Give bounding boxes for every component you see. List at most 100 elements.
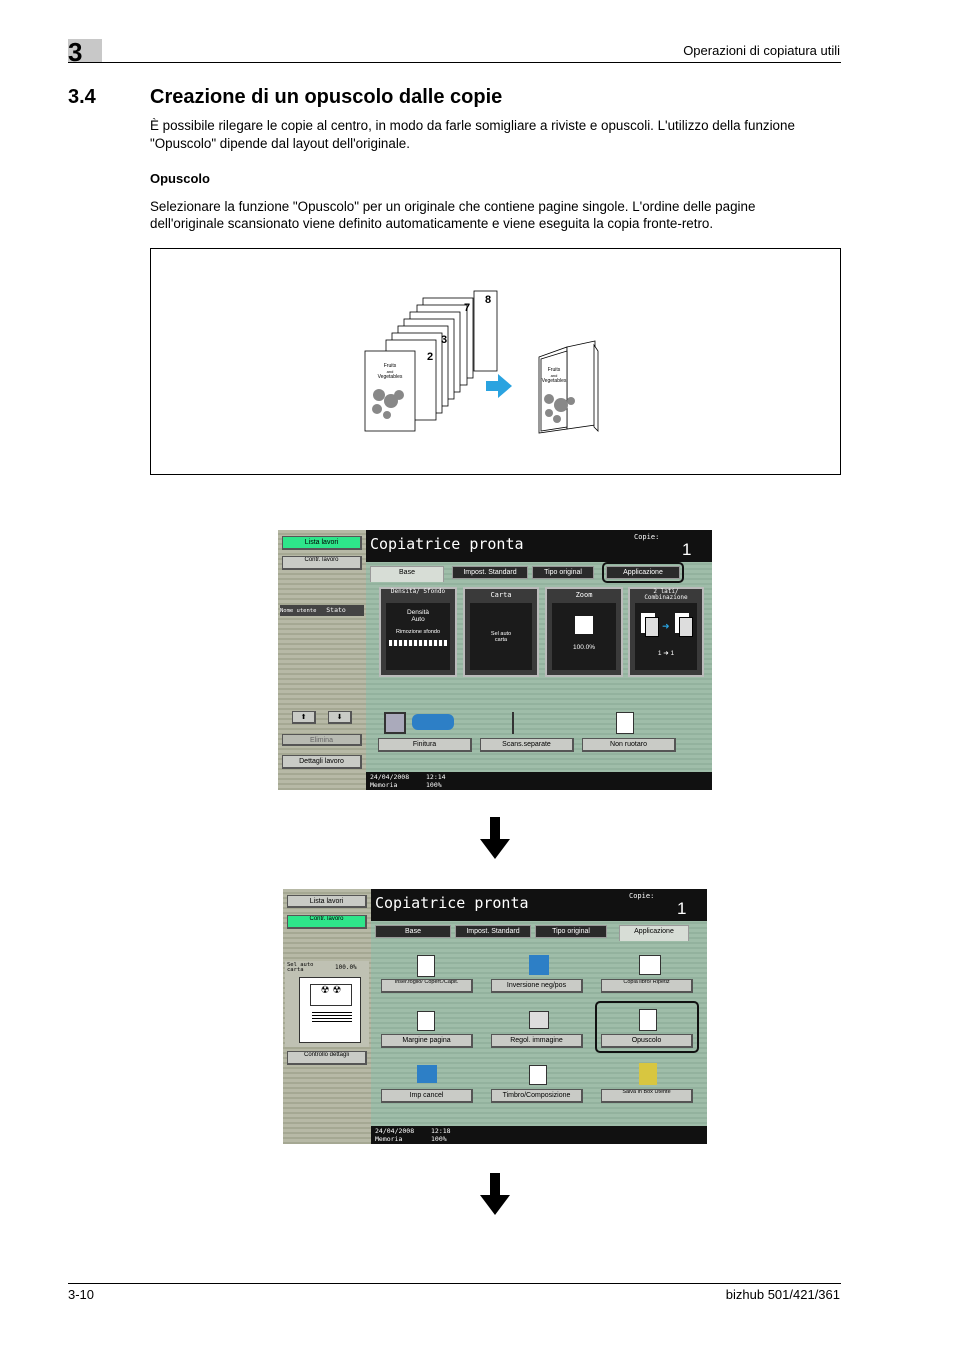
dettagli-lavoro-button[interactable]: Dettagli lavoro: [282, 755, 362, 769]
margin-icon: [417, 1011, 435, 1031]
cover-text-2: and: [387, 369, 394, 374]
svg-text:Vegetables: Vegetables: [542, 378, 567, 384]
job-list-header: Nome utente Stato: [280, 605, 364, 616]
salva-box-button[interactable]: Salva in Box Utente: [601, 1089, 693, 1103]
highlight-applicazione: [602, 562, 684, 583]
footer-date: 24/04/2008: [375, 1127, 415, 1135]
sidebar: Lista lavori Contr. lavoro Nome utente S…: [278, 530, 366, 790]
sel-auto-label: Sel auto carta: [287, 962, 314, 973]
margine-pagina-button[interactable]: Margine pagina: [381, 1034, 473, 1048]
contr-lavoro-button[interactable]: Contr. lavoro: [282, 556, 362, 570]
carta-head: Carta: [490, 591, 512, 599]
tab-applicazione[interactable]: Applicazione: [606, 566, 680, 579]
imp-cancel-button[interactable]: Imp cancel: [381, 1089, 473, 1103]
duplex-panel[interactable]: 2 lati/ Combinazione ➜ 1 ➜ 1: [628, 587, 704, 677]
non-ruotare-button[interactable]: Non ruotaro: [582, 738, 676, 752]
chapter-number: 3: [68, 37, 83, 67]
tab-tipo-original[interactable]: Tipo original: [535, 925, 607, 938]
densita-inner: Densità Auto Rimozione sfondo: [386, 603, 450, 670]
zoom-head: Zoom: [575, 591, 593, 599]
copia-libro-button[interactable]: Copia libro/ Ripetiz: [601, 979, 693, 993]
copies-label: Copie:: [629, 892, 655, 900]
status-bar: Copiatrice pronta Copie: 1: [371, 889, 707, 921]
insert-sheet-icon: [417, 955, 435, 977]
zoom-page-icon: [575, 616, 593, 634]
status-bar: Copiatrice pronta Copie: 1: [366, 530, 712, 562]
zoom-l1: 100.0%: [572, 644, 596, 651]
scroll-down-button[interactable]: ⬇: [328, 711, 352, 724]
stamp-icon: [529, 1065, 547, 1085]
down-arrow-icon: [480, 817, 510, 859]
header-rule: [68, 62, 841, 63]
finitura-icon: [384, 712, 406, 734]
tab-applicazione[interactable]: Applicazione: [619, 925, 689, 941]
status-title: Copiatrice pronta: [370, 535, 524, 553]
timbro-button[interactable]: Timbro/Composizione: [491, 1089, 583, 1103]
lista-lavori-button[interactable]: Lista lavori: [282, 536, 362, 550]
regol-immagine-button[interactable]: Regol. immagine: [491, 1034, 583, 1048]
stapler-icon: [412, 714, 454, 730]
duplex-inner: ➜ 1 ➜ 1: [635, 603, 697, 670]
footer-pct: 100%: [431, 1135, 447, 1143]
preview-page: ☢ ☢: [299, 977, 361, 1043]
intro-line-1: È possibile rilegare le copie al centro,…: [150, 118, 795, 133]
footer-memoria: Memoria: [375, 1135, 403, 1143]
status-title: Copiatrice pronta: [375, 894, 529, 912]
page-num-7: 7: [464, 302, 470, 314]
carta-inner: Sel auto carta: [470, 603, 532, 670]
inversione-button[interactable]: Inversione neg/pos: [491, 979, 583, 993]
subheading: Opuscolo: [150, 171, 210, 186]
col-nome-utente: Nome utente: [280, 608, 317, 614]
page-number: 3-10: [68, 1287, 95, 1302]
elimina-button[interactable]: Elimina: [282, 734, 362, 746]
zoom-panel[interactable]: Zoom 100.0%: [545, 587, 623, 677]
sidebar: Lista lavori Contr. lavoro Sel auto cart…: [283, 889, 371, 1144]
preview-text-lines: [312, 1012, 352, 1024]
date-footer: 24/04/2008 12:14 Memoria 100%: [366, 772, 712, 790]
model-name: bizhub 501/421/361: [725, 1287, 840, 1302]
running-title: Operazioni di copiatura utili: [683, 43, 840, 58]
finitura-button[interactable]: Finitura: [378, 738, 472, 752]
book-copy-icon: [639, 955, 661, 975]
copies-value: 1: [677, 899, 687, 918]
carta-panel[interactable]: Carta Sel auto carta: [463, 587, 539, 677]
copies-value: 1: [682, 540, 692, 559]
carta-l2: carta: [494, 637, 508, 643]
tab-tipo-original[interactable]: Tipo original: [532, 566, 594, 579]
scroll-up-button[interactable]: ⬆: [292, 711, 316, 724]
densita-head: Densità/ Sfondo: [390, 588, 446, 595]
inser-foglio-button[interactable]: Inser.foglio/ Copert./Capit.: [381, 979, 473, 993]
user-box-icon: [639, 1063, 657, 1085]
opuscolo-button[interactable]: Opuscolo: [601, 1034, 693, 1048]
zoom-label: 100.0%: [335, 964, 357, 971]
densita-l3: Rimozione sfondo: [395, 629, 441, 635]
erase-icon: [417, 1065, 437, 1083]
tab-impost-standard[interactable]: Impost. Standard: [455, 925, 531, 938]
body-line-2: dell'originale scansionato viene definit…: [150, 216, 714, 231]
duplex-l2: 1: [670, 650, 675, 657]
separate-scan-icon: [512, 712, 530, 734]
copies-label: Copie:: [634, 533, 660, 541]
section-number: 3.4: [68, 86, 96, 108]
footer-time: 12:18: [431, 1127, 451, 1135]
tab-base[interactable]: Base: [370, 566, 444, 582]
intro-line-2: "Opuscolo" dipende dal layout dell'origi…: [150, 136, 410, 151]
illustration-box: 8 7 3 2 Fruits and Vegetables Fruits and…: [150, 248, 841, 475]
carta-l1: Sel auto: [490, 631, 512, 637]
controllo-dettagli-button[interactable]: Controllo dettagli: [287, 1051, 367, 1065]
page-num-3: 3: [441, 334, 447, 346]
density-scale: [389, 640, 447, 646]
image-adjust-icon: [529, 1011, 549, 1029]
tab-base[interactable]: Base: [375, 925, 451, 938]
scans-separate-button[interactable]: Scans.separate: [480, 738, 574, 752]
lista-lavori-button[interactable]: Lista lavori: [287, 895, 367, 908]
page-num-8: 8: [485, 294, 491, 306]
densita-panel[interactable]: Densità/ Sfondo Densità Auto Rimozione s…: [379, 587, 457, 677]
down-arrow-icon: ⬇: [336, 714, 343, 721]
svg-text:Fruits: Fruits: [548, 367, 561, 373]
tab-impost-standard[interactable]: Impost. Standard: [452, 566, 528, 579]
cover-text-3: Vegetables: [378, 374, 403, 380]
section-title: Creazione di un opuscolo dalle copie: [150, 86, 503, 108]
contr-lavoro-button[interactable]: Contr. lavoro: [287, 915, 367, 929]
zoom-inner: 100.0%: [552, 603, 616, 670]
